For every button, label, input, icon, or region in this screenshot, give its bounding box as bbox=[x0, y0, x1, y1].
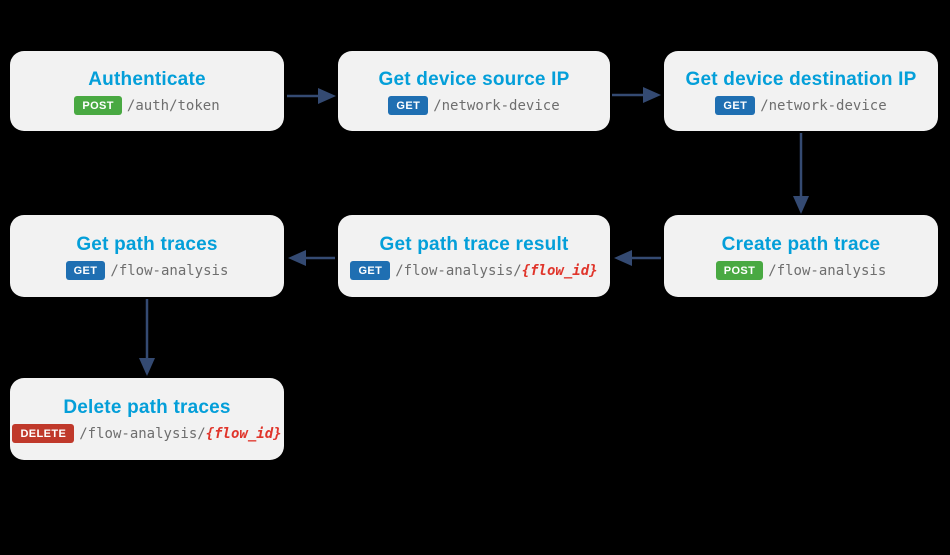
endpoint-path: /flow-analysis bbox=[768, 262, 887, 279]
node-get-path-trace-result: Get path trace result GET /flow-analysis… bbox=[338, 215, 610, 297]
endpoint-path: /flow-analysis bbox=[110, 262, 229, 279]
node-title: Authenticate bbox=[88, 68, 206, 90]
post-badge: POST bbox=[715, 261, 764, 281]
node-title: Get device destination IP bbox=[685, 68, 917, 90]
node-delete-path-traces: Delete path traces DELETE /flow-analysis… bbox=[10, 378, 284, 460]
endpoint-path: /flow-analysis/{flow_id} bbox=[395, 262, 598, 279]
node-endpoint: GET /network-device bbox=[388, 96, 560, 116]
get-badge: GET bbox=[388, 96, 429, 116]
arrow-create-trace-to-trace-result bbox=[614, 250, 661, 266]
arrow-source-ip-to-destination-ip bbox=[612, 87, 661, 103]
get-badge: GET bbox=[350, 261, 391, 281]
delete-badge: DELETE bbox=[12, 424, 75, 444]
node-endpoint: GET /flow-analysis/{flow_id} bbox=[350, 261, 598, 281]
node-title: Get path trace result bbox=[379, 233, 569, 255]
node-authenticate: Authenticate POST /auth/token bbox=[10, 51, 284, 131]
get-badge: GET bbox=[65, 261, 106, 281]
node-endpoint: POST /auth/token bbox=[74, 96, 220, 116]
endpoint-path: /flow-analysis/{flow_id} bbox=[79, 425, 282, 442]
arrow-get-traces-to-delete-traces bbox=[139, 299, 155, 376]
node-title: Delete path traces bbox=[63, 396, 231, 418]
node-get-device-destination-ip: Get device destination IP GET /network-d… bbox=[664, 51, 938, 131]
node-create-path-trace: Create path trace POST /flow-analysis bbox=[664, 215, 938, 297]
endpoint-path: /network-device bbox=[760, 97, 887, 114]
node-get-path-traces: Get path traces GET /flow-analysis bbox=[10, 215, 284, 297]
node-title: Get path traces bbox=[76, 233, 218, 255]
node-get-device-source-ip: Get device source IP GET /network-device bbox=[338, 51, 610, 131]
arrow-destination-ip-to-create-trace bbox=[793, 133, 809, 214]
node-endpoint: GET /network-device bbox=[715, 96, 887, 116]
node-endpoint: DELETE /flow-analysis/{flow_id} bbox=[12, 424, 282, 444]
get-badge: GET bbox=[715, 96, 756, 116]
endpoint-path: /auth/token bbox=[126, 97, 220, 114]
endpoint-path: /network-device bbox=[433, 97, 560, 114]
node-endpoint: POST /flow-analysis bbox=[715, 261, 887, 281]
post-badge: POST bbox=[74, 96, 122, 116]
node-endpoint: GET /flow-analysis bbox=[65, 261, 229, 281]
arrow-authenticate-to-source-ip bbox=[287, 88, 336, 104]
arrow-trace-result-to-get-traces bbox=[288, 250, 335, 266]
node-title: Get device source IP bbox=[378, 68, 570, 90]
endpoint-param: {flow_id} bbox=[205, 425, 282, 442]
node-title: Create path trace bbox=[721, 233, 881, 255]
endpoint-param: {flow_id} bbox=[521, 262, 598, 279]
